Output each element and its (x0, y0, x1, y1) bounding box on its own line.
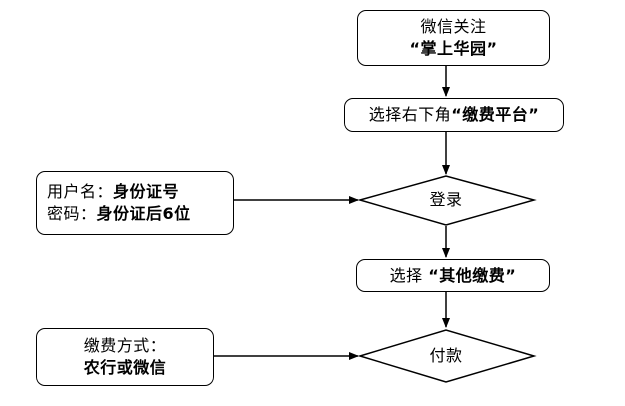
username-label: 用户名： (47, 182, 114, 201)
payment-method-value: 农行或微信 (83, 358, 167, 377)
select-payment-platform-box: 选择右下角“缴费平台” (344, 98, 564, 132)
password-value: 身份证后6位 (96, 204, 191, 223)
username-value: 身份证号 (113, 182, 180, 201)
payment-method-label: 缴费方式： (83, 336, 167, 355)
password-label: 密码： (47, 204, 97, 223)
payment-method-box: 缴费方式： 农行或微信 (36, 328, 214, 386)
login-label: 登录 (429, 190, 463, 209)
select-other-payment-box: 选择 “其他缴费” (356, 259, 550, 292)
follow-wechat-line2: “掌上华园” (409, 39, 498, 58)
follow-wechat-line1: 微信关注 (420, 17, 487, 36)
pay-diamond (357, 329, 537, 383)
select-payment-platform-prefix: 选择右下角 (368, 105, 452, 124)
select-other-payment-bold: “其他缴费” (428, 265, 517, 285)
select-payment-platform-text: 选择右下角“缴费平台” (369, 104, 540, 126)
password-row: 密码：身份证后6位 (47, 203, 191, 225)
login-diamond (357, 175, 537, 226)
username-row: 用户名：身份证号 (47, 181, 179, 203)
follow-wechat-box: 微信关注 “掌上华园” (357, 10, 550, 66)
pay-label: 付款 (429, 346, 463, 365)
select-other-payment-text: 选择 “其他缴费” (390, 265, 517, 287)
credentials-box: 用户名：身份证号 密码：身份证后6位 (36, 171, 234, 235)
select-other-payment-prefix: 选择 (389, 265, 423, 285)
select-payment-platform-bold: “缴费平台” (451, 105, 540, 124)
